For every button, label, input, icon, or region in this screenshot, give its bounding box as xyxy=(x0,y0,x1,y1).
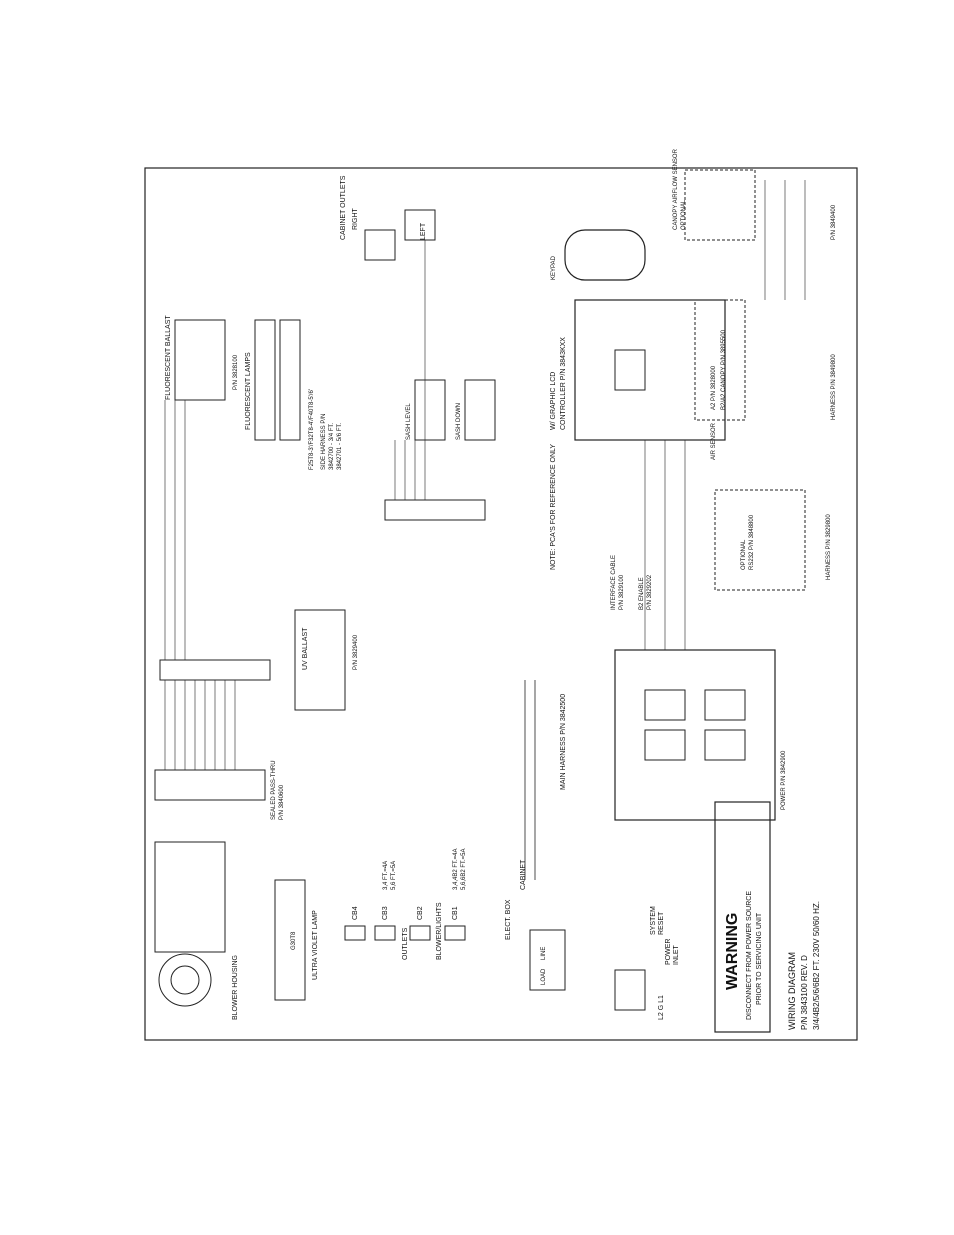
drawing-rotated: BLOWER HOUSING ULTRA VIOLET LAMP G30T8 C… xyxy=(154,148,837,1033)
blower-housing-label: BLOWER HOUSING xyxy=(232,955,239,1020)
svg-text:5,6,6B2 FT.=5A: 5,6,6B2 FT.=5A xyxy=(461,848,467,890)
cabinet-outlets: CABINET OUTLETS RIGHT LEFT xyxy=(340,175,436,261)
svg-text:RESET: RESET xyxy=(658,911,665,935)
blower-housing: BLOWER HOUSING xyxy=(154,841,239,1020)
svg-text:LEFT: LEFT xyxy=(420,222,427,240)
power-inlet: L2 G L1 POWER INLET xyxy=(614,939,680,1020)
svg-text:LINE: LINE xyxy=(541,947,547,960)
power-pcb: POWER P/N 3842900 xyxy=(614,649,787,821)
svg-text:LOAD: LOAD xyxy=(541,968,547,985)
svg-text:P/N 3843100 REV. D: P/N 3843100 REV. D xyxy=(800,955,809,1030)
svg-text:BLOWER/LIGHTS: BLOWER/LIGHTS xyxy=(436,902,443,960)
svg-text:RS232 P/N 3848800: RS232 P/N 3848800 xyxy=(749,514,755,570)
svg-text:CABINET: CABINET xyxy=(520,859,527,890)
svg-text:P/N 3840600: P/N 3840600 xyxy=(279,784,285,820)
warning-heading: WARNING xyxy=(724,913,741,990)
main-harness-label: MAIN HARNESS P/N 3842500 xyxy=(560,694,567,790)
svg-text:P/N 3829400: P/N 3829400 xyxy=(353,634,359,670)
svg-text:P/N 3828100: P/N 3828100 xyxy=(233,354,239,390)
svg-text:WIRING DIAGRAM: WIRING DIAGRAM xyxy=(787,952,797,1030)
svg-text:OUTLETS: OUTLETS xyxy=(402,927,409,960)
circuit-breakers: CB4 CB3 CB2 CB1 3,4 FT.=4A 5,6 FT.=5A 3,… xyxy=(344,848,467,960)
svg-text:KEYPAD: KEYPAD xyxy=(551,255,557,280)
controller-pcb: CONTROLLER P/N 3843KXX W/ GRAPHIC LCD xyxy=(550,299,726,441)
svg-text:OPTIONAL: OPTIONAL xyxy=(681,199,687,230)
svg-text:POWER: POWER xyxy=(665,939,672,965)
svg-text:HARNESS P/N 3829800: HARNESS P/N 3829800 xyxy=(826,514,832,580)
svg-text:INTERFACE CABLE: INTERFACE CABLE xyxy=(611,555,617,610)
svg-text:CANOPY AIRFLOW SENSOR: CANOPY AIRFLOW SENSOR xyxy=(673,148,679,230)
svg-text:FLUORESCENT BALLAST: FLUORESCENT BALLAST xyxy=(165,315,172,400)
svg-text:POWER P/N 3842900: POWER P/N 3842900 xyxy=(781,750,787,810)
svg-text:CONTROLLER P/N 3843KXX: CONTROLLER P/N 3843KXX xyxy=(560,337,567,430)
svg-text:3,4,4B2 FT.=4A: 3,4,4B2 FT.=4A xyxy=(453,848,459,890)
warning-box: WARNING DISCONNECT FROM POWER SOURCE PRI… xyxy=(714,801,771,1033)
svg-text:ULTRA VIOLET LAMP: ULTRA VIOLET LAMP xyxy=(312,910,319,980)
svg-text:SEALED PASS-THRU: SEALED PASS-THRU xyxy=(271,760,277,820)
svg-text:L2 G L1: L2 G L1 xyxy=(658,995,665,1020)
svg-text:ELECT. BOX: ELECT. BOX xyxy=(505,899,512,940)
svg-text:CB1: CB1 xyxy=(452,906,459,920)
svg-text:B2/A2 CANOPY P/N 3895500: B2/A2 CANOPY P/N 3895500 xyxy=(721,329,727,410)
svg-text:DISCONNECT FROM POWER SOURCE: DISCONNECT FROM POWER SOURCE xyxy=(746,891,753,1020)
svg-text:P/N 3829202: P/N 3829202 xyxy=(647,574,653,610)
fluorescent-ballast: FLUORESCENT BALLAST P/N 3828100 xyxy=(165,315,239,401)
svg-text:SASH LEVEL: SASH LEVEL xyxy=(406,403,412,440)
sealed-pass-thru: SEALED PASS-THRU P/N 3840600 xyxy=(154,760,285,820)
svg-text:A2 P/N 3828000: A2 P/N 3828000 xyxy=(711,365,717,410)
svg-text:HARNESS P/N 3849800: HARNESS P/N 3849800 xyxy=(831,354,837,420)
fluorescent-lamps: FLUORESCENT LAMPS F25T8-3'/F32T8-4'/F40T… xyxy=(245,319,315,470)
svg-text:3842700 - 3/4 FT.: 3842700 - 3/4 FT. xyxy=(329,423,335,470)
diagram-frame xyxy=(144,167,858,1041)
svg-text:SIDE HARNESS P/N: SIDE HARNESS P/N xyxy=(321,414,327,470)
svg-text:F25T8-3'/F32T8-4'/F40T8-5'/6': F25T8-3'/F32T8-4'/F40T8-5'/6' xyxy=(309,389,315,470)
uv-lamp: ULTRA VIOLET LAMP G30T8 xyxy=(274,879,319,1001)
svg-text:RIGHT: RIGHT xyxy=(352,208,359,231)
svg-text:SYSTEM: SYSTEM xyxy=(650,906,657,935)
svg-text:CABINET OUTLETS: CABINET OUTLETS xyxy=(340,175,347,240)
title-block: WIRING DIAGRAM P/N 3843100 REV. D 3/4/4B… xyxy=(787,901,821,1030)
svg-text:OPTIONAL: OPTIONAL xyxy=(741,539,747,570)
svg-text:INLET: INLET xyxy=(673,944,680,965)
svg-text:W/ GRAPHIC LCD: W/ GRAPHIC LCD xyxy=(550,372,557,430)
svg-text:5,6 FT.=5A: 5,6 FT.=5A xyxy=(391,861,397,890)
svg-text:CB2: CB2 xyxy=(417,906,424,920)
svg-text:3842701 - 5/6 FT.: 3842701 - 5/6 FT. xyxy=(337,423,343,470)
svg-text:CB3: CB3 xyxy=(382,906,389,920)
svg-text:P/N 3829100: P/N 3829100 xyxy=(619,574,625,610)
svg-text:P/N 3849400: P/N 3849400 xyxy=(831,204,837,240)
svg-text:UV BALLAST: UV BALLAST xyxy=(302,627,309,670)
svg-text:AIR SENSOR: AIR SENSOR xyxy=(711,422,717,460)
svg-text:G30T8: G30T8 xyxy=(291,931,297,950)
svg-text:FLUORESCENT LAMPS: FLUORESCENT LAMPS xyxy=(245,352,252,430)
svg-text:PRIOR TO SERVICING UNIT: PRIOR TO SERVICING UNIT xyxy=(756,912,763,1005)
svg-text:CB4: CB4 xyxy=(352,906,359,920)
svg-text:B2 ENABLE: B2 ENABLE xyxy=(639,577,645,610)
svg-text:NOTE: PCA'S FOR REFERENCE ONLY: NOTE: PCA'S FOR REFERENCE ONLY xyxy=(550,444,557,570)
svg-text:3/4/4B2/5/6/6B2 FT. 230V 50/60: 3/4/4B2/5/6/6B2 FT. 230V 50/60 HZ. xyxy=(812,901,821,1030)
svg-text:3,4 FT.=4A: 3,4 FT.=4A xyxy=(383,861,389,890)
svg-text:SASH DOWN: SASH DOWN xyxy=(456,403,462,440)
uv-ballast: UV BALLAST P/N 3829400 xyxy=(294,609,359,711)
